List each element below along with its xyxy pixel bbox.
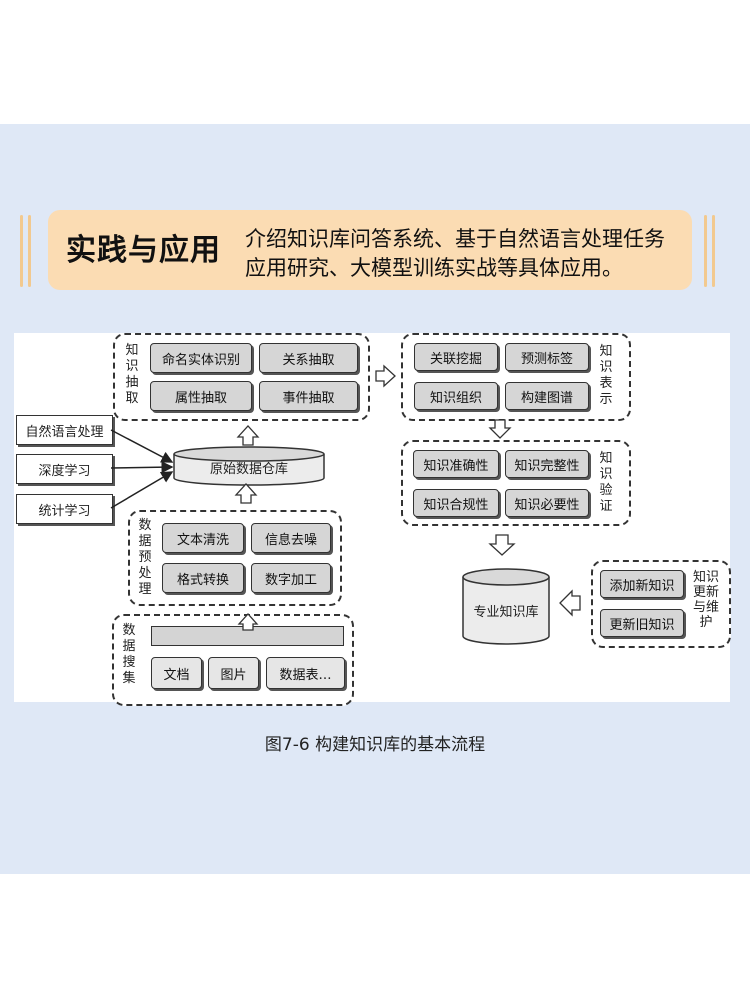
representation-item-organization: 知识组织 bbox=[414, 382, 498, 410]
extraction-item-ner: 命名实体识别 bbox=[150, 343, 252, 373]
arrow-left-to-pro-db bbox=[559, 589, 581, 617]
arrow-down-to-pro-db bbox=[488, 534, 516, 556]
arrow-up-to-extraction bbox=[236, 425, 260, 446]
representation-item-graph: 构建图谱 bbox=[505, 382, 589, 410]
banner bbox=[48, 210, 692, 290]
extraction-label: 知识抽取 bbox=[125, 343, 139, 406]
raw-db-cylinder bbox=[173, 446, 325, 486]
arrow-up-to-preprocess bbox=[237, 613, 259, 631]
update-item-add: 添加新知识 bbox=[600, 570, 684, 598]
arrow-up-to-raw-db bbox=[234, 483, 258, 504]
update-label: 知识更新与维护 bbox=[692, 570, 719, 630]
verification-item-compliance: 知识合规性 bbox=[413, 489, 499, 517]
preprocess-item-format: 格式转换 bbox=[162, 563, 244, 593]
pro-db-label: 专业知识库 bbox=[473, 605, 539, 620]
representation-item-mining: 关联挖掘 bbox=[414, 343, 498, 371]
extraction-item-event: 事件抽取 bbox=[259, 381, 358, 411]
representation-label: 知识表示 bbox=[599, 344, 613, 407]
preprocess-item-denoise: 信息去噪 bbox=[251, 523, 331, 553]
extraction-item-attribute: 属性抽取 bbox=[150, 381, 252, 411]
verification-item-necessity: 知识必要性 bbox=[505, 489, 589, 517]
source-stat-connector bbox=[110, 471, 174, 509]
collection-item-table: 数据表… bbox=[266, 657, 345, 689]
collection-label: 数据搜集 bbox=[122, 623, 136, 686]
source-statistical-learning: 统计学习 bbox=[16, 494, 113, 524]
pro-db-cylinder bbox=[462, 568, 550, 645]
update-item-refresh: 更新旧知识 bbox=[600, 609, 684, 637]
left-decor-stripes bbox=[20, 215, 34, 287]
banner-text: 介绍知识库问答系统、基于自然语言处理任务应用研究、大模型训练实战等具体应用。 bbox=[245, 227, 665, 280]
preprocess-item-cleaning: 文本清洗 bbox=[162, 523, 244, 553]
verification-item-accuracy: 知识准确性 bbox=[413, 450, 499, 478]
source-nlp-connector bbox=[110, 429, 174, 463]
figure-caption: 图7-6 构建知识库的基本流程 bbox=[264, 735, 486, 755]
source-deep-learning: 深度学习 bbox=[16, 454, 113, 484]
source-nlp: 自然语言处理 bbox=[16, 415, 113, 445]
arrow-down-to-verification bbox=[488, 419, 512, 439]
representation-item-labeling: 预测标签 bbox=[505, 343, 589, 371]
banner-title: 实践与应用 bbox=[66, 233, 221, 268]
collection-item-image: 图片 bbox=[208, 657, 259, 689]
raw-db-label: 原始数据仓库 bbox=[209, 462, 288, 477]
source-deep-connector bbox=[110, 461, 174, 474]
verification-item-completeness: 知识完整性 bbox=[505, 450, 589, 478]
verification-label: 知识验证 bbox=[599, 451, 613, 514]
preprocess-item-digital: 数字加工 bbox=[251, 563, 331, 593]
right-decor-stripes bbox=[704, 215, 718, 287]
extraction-item-relation: 关系抽取 bbox=[259, 343, 358, 373]
collection-item-document: 文档 bbox=[151, 657, 202, 689]
arrow-right-to-representation bbox=[375, 364, 396, 388]
preprocess-label: 数据预处理 bbox=[138, 518, 152, 597]
